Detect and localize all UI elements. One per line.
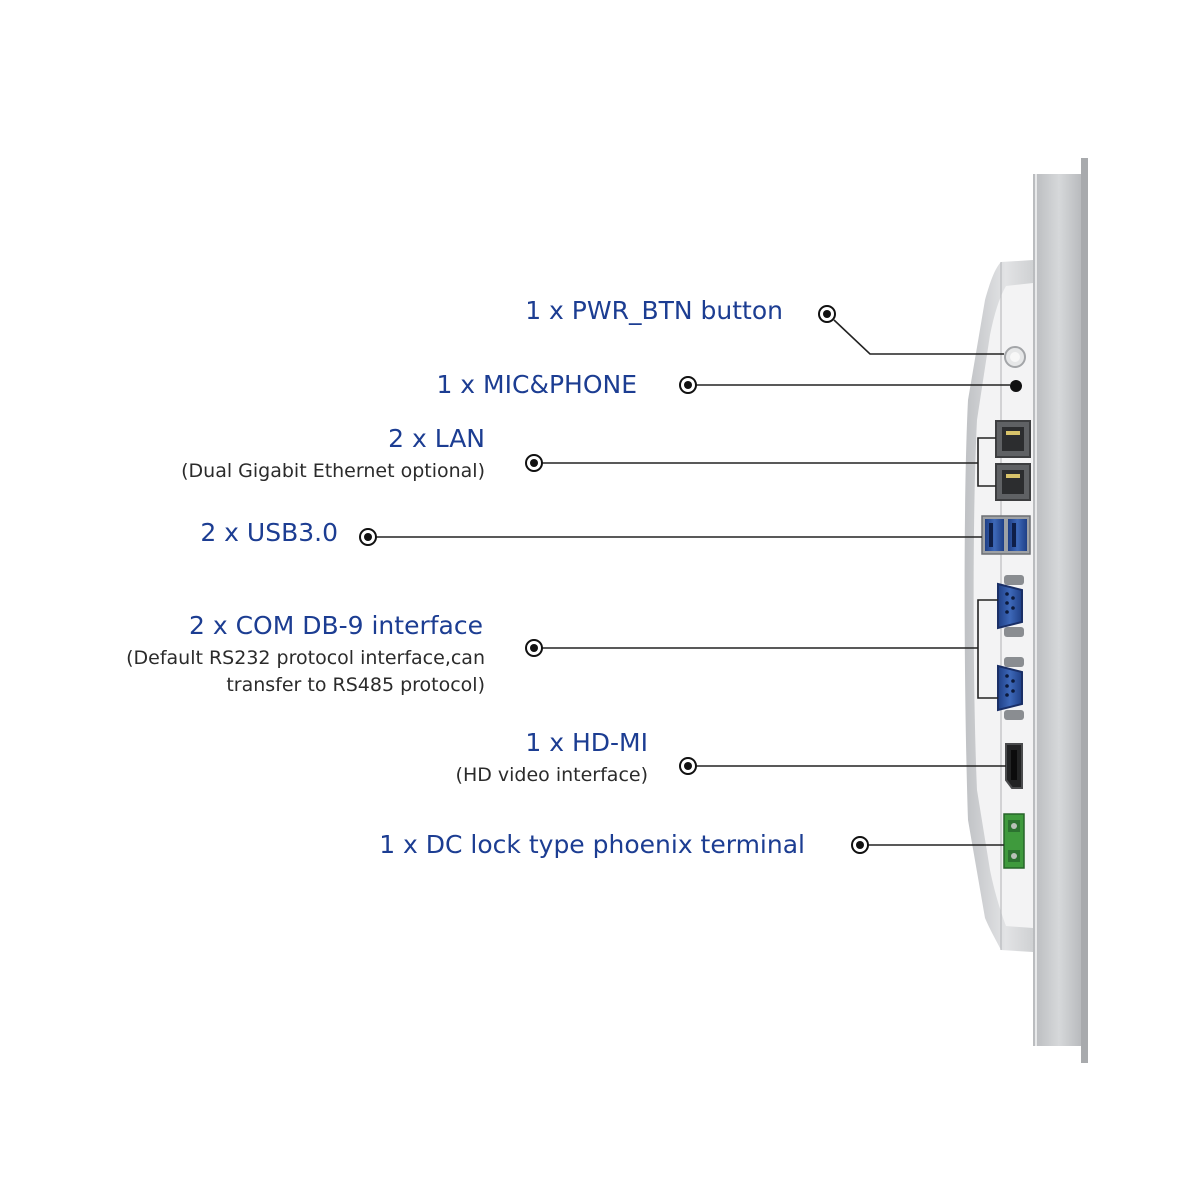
usb3-port-icon (981, 515, 1031, 555)
db9-port-icon (997, 575, 1024, 637)
note-hdmi: (HD video interface) (455, 764, 648, 786)
leader-line-lan-branches (977, 437, 996, 487)
label-com: 2 x COM DB-9 interface (188, 611, 483, 640)
callout-markers (359, 305, 869, 854)
phoenix-terminal-icon (1003, 813, 1025, 869)
bullet-marker-pwr (818, 305, 836, 323)
leader-lines (376, 319, 1010, 846)
bullet-marker-hdmi (679, 757, 697, 775)
db9-port-icon (997, 657, 1024, 720)
label-lan: 2 x LAN (388, 424, 485, 453)
rj45-port-icon (995, 463, 1031, 501)
bullet-marker-lan (525, 454, 543, 472)
leader-line-pwr (833, 319, 1004, 355)
label-hdmi: 1 x HD-MI (525, 728, 648, 757)
power-button-icon (1004, 346, 1026, 368)
hdmi-port-icon (1005, 743, 1023, 789)
audio-jack-icon (1010, 380, 1022, 392)
note-lan: (Dual Gigabit Ethernet optional) (181, 460, 485, 482)
bullet-marker-mic (679, 376, 697, 394)
leader-line-com-branches (977, 599, 998, 699)
label-mic-phone: 1 x MIC&PHONE (436, 370, 637, 399)
label-usb: 2 x USB3.0 (200, 518, 338, 547)
front-bezel (1033, 158, 1088, 1063)
note-com-line-1: (Default RS232 protocol interface,can (126, 647, 485, 669)
bullet-marker-com (525, 639, 543, 657)
note-com-line-2: transfer to RS485 protocol) (226, 674, 485, 696)
label-dc-terminal: 1 x DC lock type phoenix terminal (379, 830, 805, 859)
label-pwr-button: 1 x PWR_BTN button (525, 296, 783, 325)
bullet-marker-dc (851, 836, 869, 854)
rj45-port-icon (995, 420, 1031, 458)
bullet-marker-usb (359, 528, 377, 546)
